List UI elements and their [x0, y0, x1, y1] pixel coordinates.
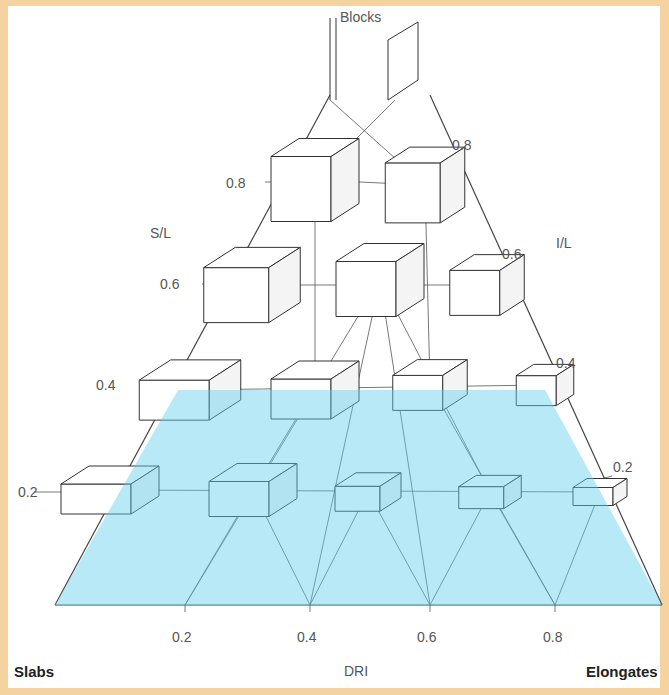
axis-label: 0.8: [452, 138, 471, 152]
axis-label: S/L: [150, 226, 171, 240]
axis-label: 0.8: [226, 176, 245, 190]
box-face: [450, 270, 500, 315]
box-face: [396, 244, 424, 317]
box-face: [271, 157, 331, 222]
axis-label: Elongates: [586, 664, 658, 679]
axis-label: 0.6: [417, 630, 436, 644]
axis-label: Blocks: [340, 10, 381, 24]
box-face: [556, 364, 574, 405]
axis-label: 0.6: [160, 277, 179, 291]
axis-label: 0.8: [543, 630, 562, 644]
box-face: [440, 147, 465, 223]
box-face: [336, 262, 396, 317]
axis-label: I/L: [556, 236, 572, 250]
shaded-region: [55, 390, 662, 605]
box-face: [204, 268, 269, 323]
axis-label: 0.4: [297, 630, 316, 644]
axis-label: DRI: [344, 664, 368, 678]
box-face: [385, 163, 440, 223]
box-face: [500, 255, 525, 316]
axis-label: 0.4: [96, 378, 115, 392]
box-face: [269, 247, 301, 322]
box-face: [331, 139, 359, 222]
triangle-frame: [55, 95, 662, 605]
axis-label: Slabs: [14, 664, 54, 679]
block-shapes: [330, 18, 418, 100]
axis-label: 0.6: [502, 247, 521, 261]
box-face: [613, 479, 627, 506]
axis-label: 0.2: [18, 485, 37, 499]
axis-label: 0.4: [556, 356, 575, 370]
axis-label: 0.2: [613, 460, 632, 474]
axis-label: 0.2: [172, 630, 191, 644]
